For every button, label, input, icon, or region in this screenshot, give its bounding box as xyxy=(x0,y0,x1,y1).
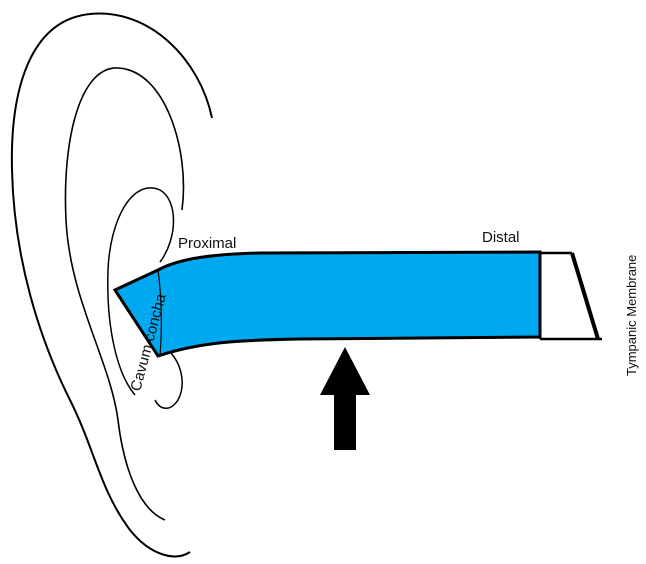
tympanic-membrane-label: Tympanic Membrane xyxy=(624,255,639,376)
tympanic-membrane-shape xyxy=(540,253,602,339)
up-arrow-icon xyxy=(320,347,370,450)
ear-canal xyxy=(115,252,540,356)
distal-label: Distal xyxy=(482,229,520,246)
tragus-outline xyxy=(155,352,182,408)
proximal-label: Proximal xyxy=(178,235,236,252)
